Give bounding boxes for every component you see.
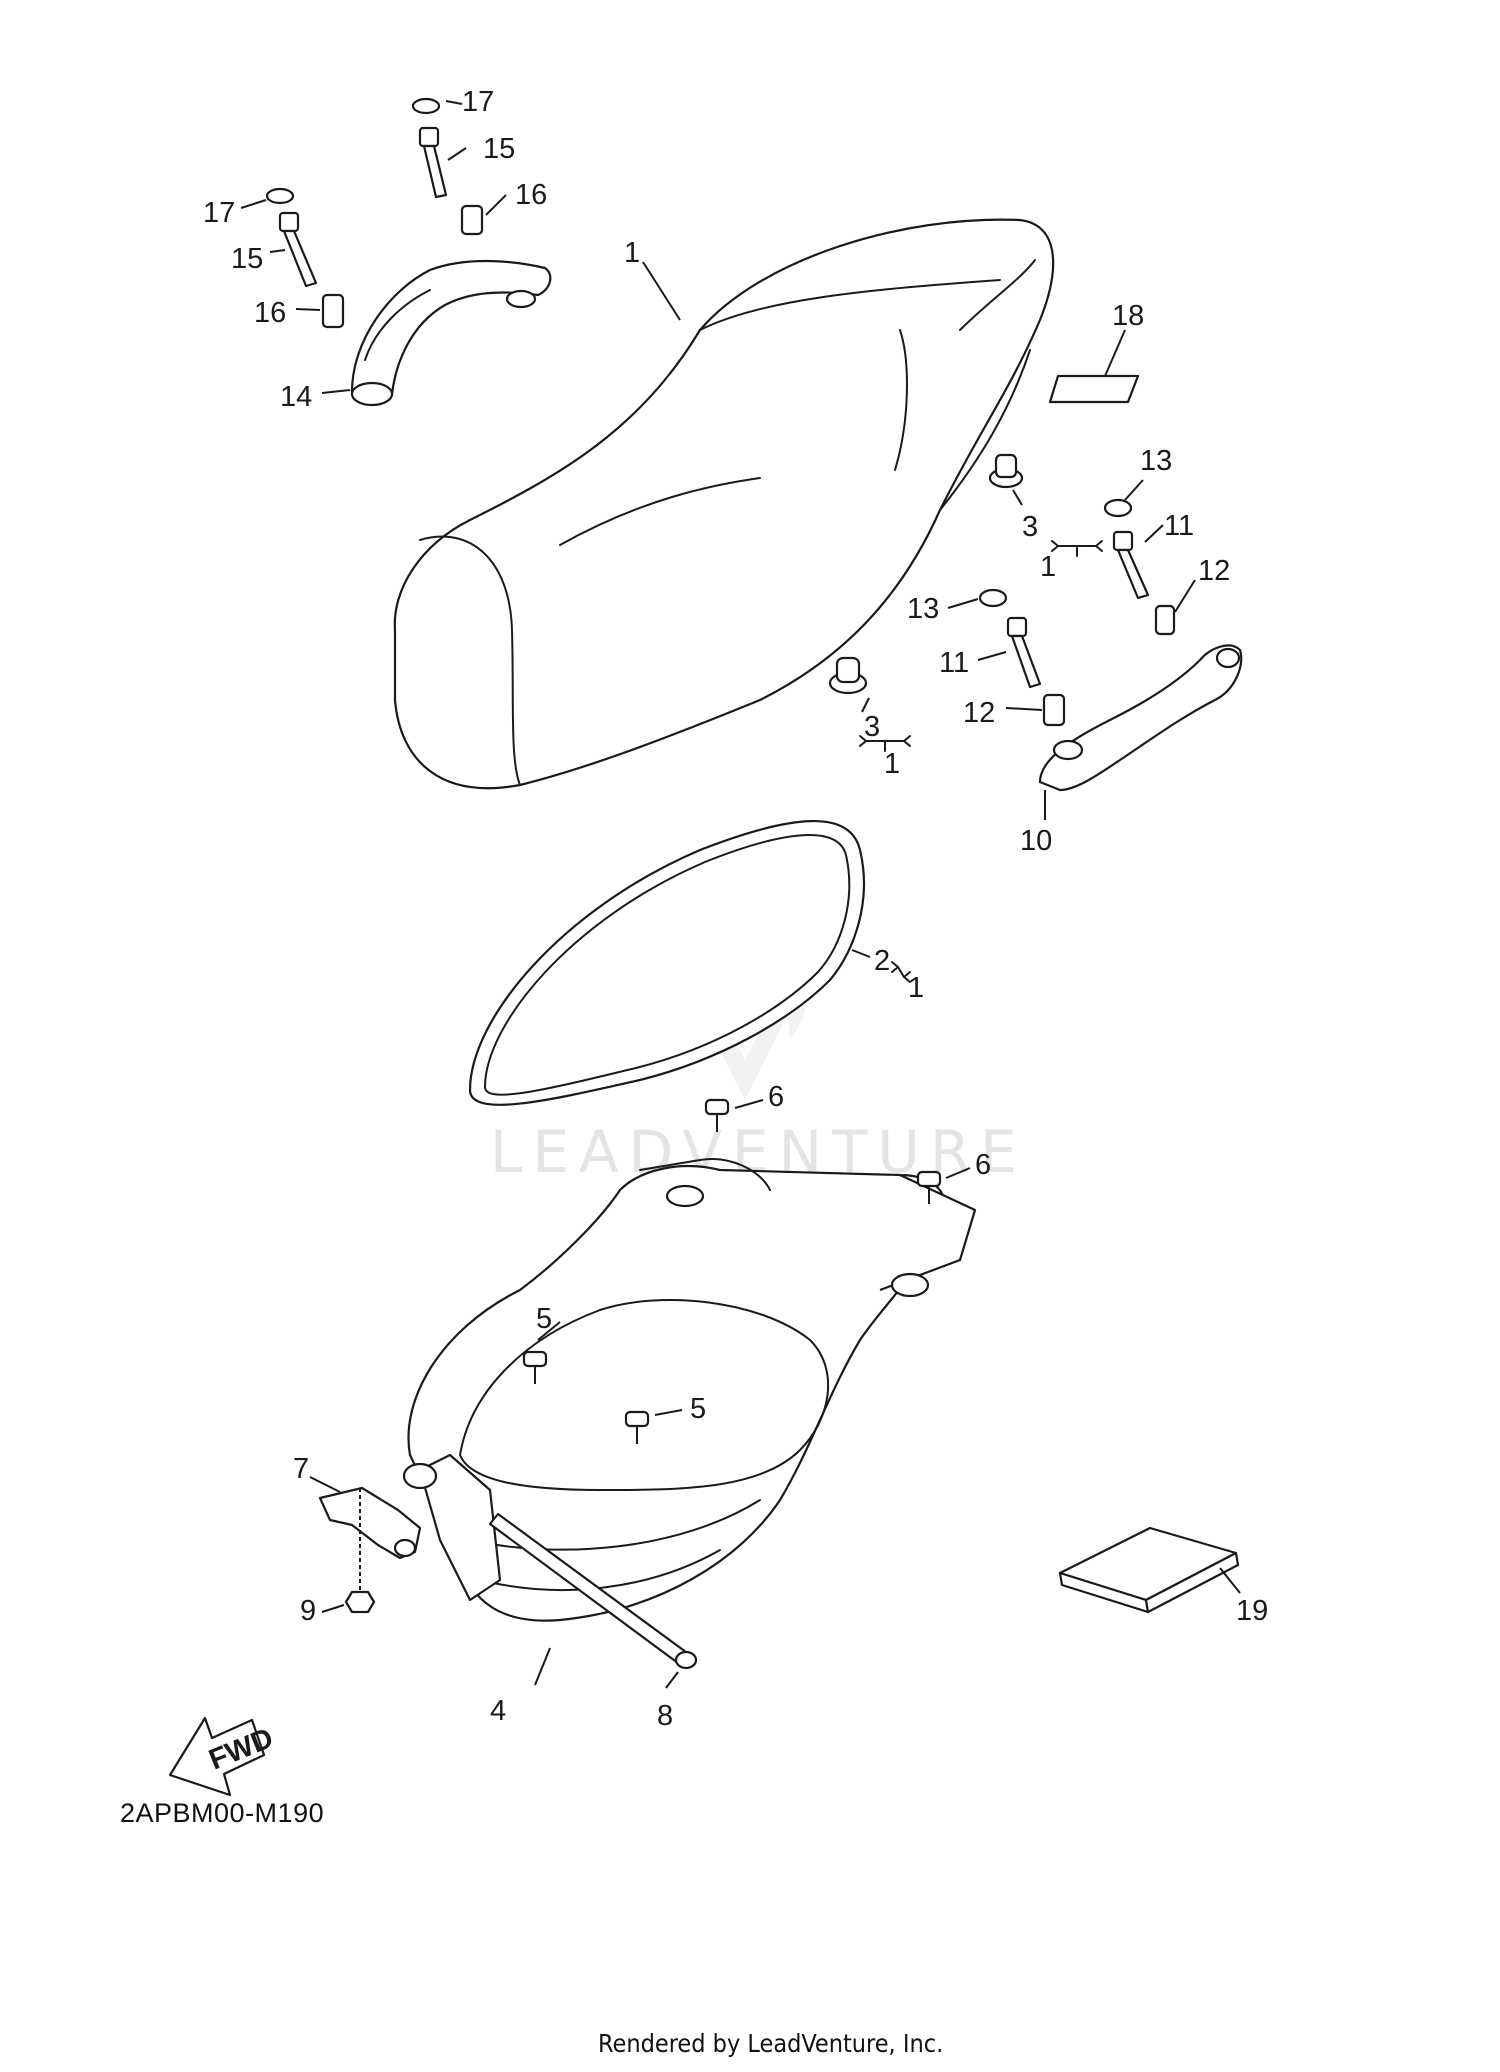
collar-12b[interactable] bbox=[1042, 693, 1066, 727]
box-hole-right bbox=[890, 1272, 930, 1298]
damper-3b[interactable] bbox=[828, 656, 868, 695]
screw-6a[interactable] bbox=[704, 1098, 730, 1132]
cap-17b[interactable] bbox=[265, 187, 295, 205]
part-storage-box[interactable] bbox=[402, 1158, 977, 1622]
callout-16[interactable]: 16 bbox=[254, 297, 286, 329]
callout-14[interactable]: 14 bbox=[280, 381, 312, 413]
pin-8[interactable] bbox=[488, 1512, 698, 1670]
screw-5a[interactable] bbox=[522, 1350, 548, 1384]
callout-2[interactable]: 2 bbox=[874, 945, 890, 977]
part-grab-bar-left[interactable] bbox=[350, 259, 552, 407]
callout-12[interactable]: 12 bbox=[963, 697, 995, 729]
callout-5[interactable]: 5 bbox=[690, 1393, 706, 1425]
callout-5[interactable]: 5 bbox=[536, 1303, 552, 1335]
box-hole-left bbox=[665, 1184, 705, 1208]
callout-18[interactable]: 18 bbox=[1112, 300, 1144, 332]
callout-17[interactable]: 17 bbox=[203, 197, 235, 229]
callout-3-bracket[interactable]: 1 bbox=[1040, 551, 1056, 583]
callout-12[interactable]: 12 bbox=[1198, 555, 1230, 587]
footer-credit: Rendered by LeadVenture, Inc. bbox=[598, 2029, 943, 2058]
screw-5b[interactable] bbox=[624, 1410, 650, 1444]
callout-9[interactable]: 9 bbox=[300, 1595, 316, 1627]
callout-17[interactable]: 17 bbox=[462, 86, 494, 118]
part-grab-bar-right[interactable] bbox=[1038, 644, 1243, 792]
bolt-11a[interactable] bbox=[1112, 530, 1150, 600]
callout-2-bracket[interactable]: 1 bbox=[908, 972, 924, 1004]
callout-4[interactable]: 4 bbox=[490, 1695, 506, 1727]
screw-6b[interactable] bbox=[916, 1170, 942, 1204]
cap-13a[interactable] bbox=[1103, 498, 1133, 518]
bolt-15a[interactable] bbox=[418, 126, 448, 199]
cap-13b[interactable] bbox=[978, 588, 1008, 608]
bolt-11b[interactable] bbox=[1006, 616, 1042, 689]
bolt-15b[interactable] bbox=[278, 211, 318, 288]
callout-15[interactable]: 15 bbox=[231, 243, 263, 275]
diagram-code: 2APBM00-M190 bbox=[120, 1798, 324, 1828]
label-18[interactable] bbox=[1048, 374, 1140, 404]
damper-3a[interactable] bbox=[988, 453, 1024, 489]
callout-13[interactable]: 13 bbox=[1140, 445, 1172, 477]
callout-6[interactable]: 6 bbox=[768, 1081, 784, 1113]
fwd-arrow-icon: FWD bbox=[168, 1716, 278, 1797]
part-seat[interactable] bbox=[393, 218, 1055, 790]
part-gasket[interactable] bbox=[468, 819, 865, 1106]
collar-16b[interactable] bbox=[321, 293, 345, 329]
part-manual[interactable] bbox=[1058, 1526, 1240, 1614]
callout-10[interactable]: 10 bbox=[1020, 825, 1052, 857]
callout-3[interactable]: 3 bbox=[1022, 511, 1038, 543]
callout-3-bracket[interactable]: 1 bbox=[884, 748, 900, 780]
callout-8[interactable]: 8 bbox=[657, 1700, 673, 1732]
callout-7[interactable]: 7 bbox=[293, 1453, 309, 1485]
part-bracket-7[interactable] bbox=[318, 1486, 422, 1590]
callout-11[interactable]: 11 bbox=[939, 647, 969, 679]
collar-12a[interactable] bbox=[1154, 604, 1176, 636]
callouts: 1 17 15 16 17 15 16 14 18 13 11 12 3 1 1… bbox=[203, 86, 1268, 1732]
callout-1[interactable]: 1 bbox=[624, 237, 640, 269]
callout-19[interactable]: 19 bbox=[1236, 1595, 1268, 1627]
callout-6[interactable]: 6 bbox=[975, 1149, 991, 1181]
cap-17a[interactable] bbox=[411, 97, 441, 115]
callout-13[interactable]: 13 bbox=[907, 593, 939, 625]
leader-lines bbox=[240, 100, 1241, 1689]
nut-9[interactable] bbox=[344, 1590, 376, 1614]
callout-11[interactable]: 11 bbox=[1164, 510, 1194, 542]
hardware bbox=[265, 97, 1176, 727]
collar-16a[interactable] bbox=[460, 204, 484, 236]
callout-15[interactable]: 15 bbox=[483, 133, 515, 165]
callout-3[interactable]: 3 bbox=[864, 711, 880, 743]
screws bbox=[522, 1098, 942, 1444]
callout-16[interactable]: 16 bbox=[515, 179, 547, 211]
